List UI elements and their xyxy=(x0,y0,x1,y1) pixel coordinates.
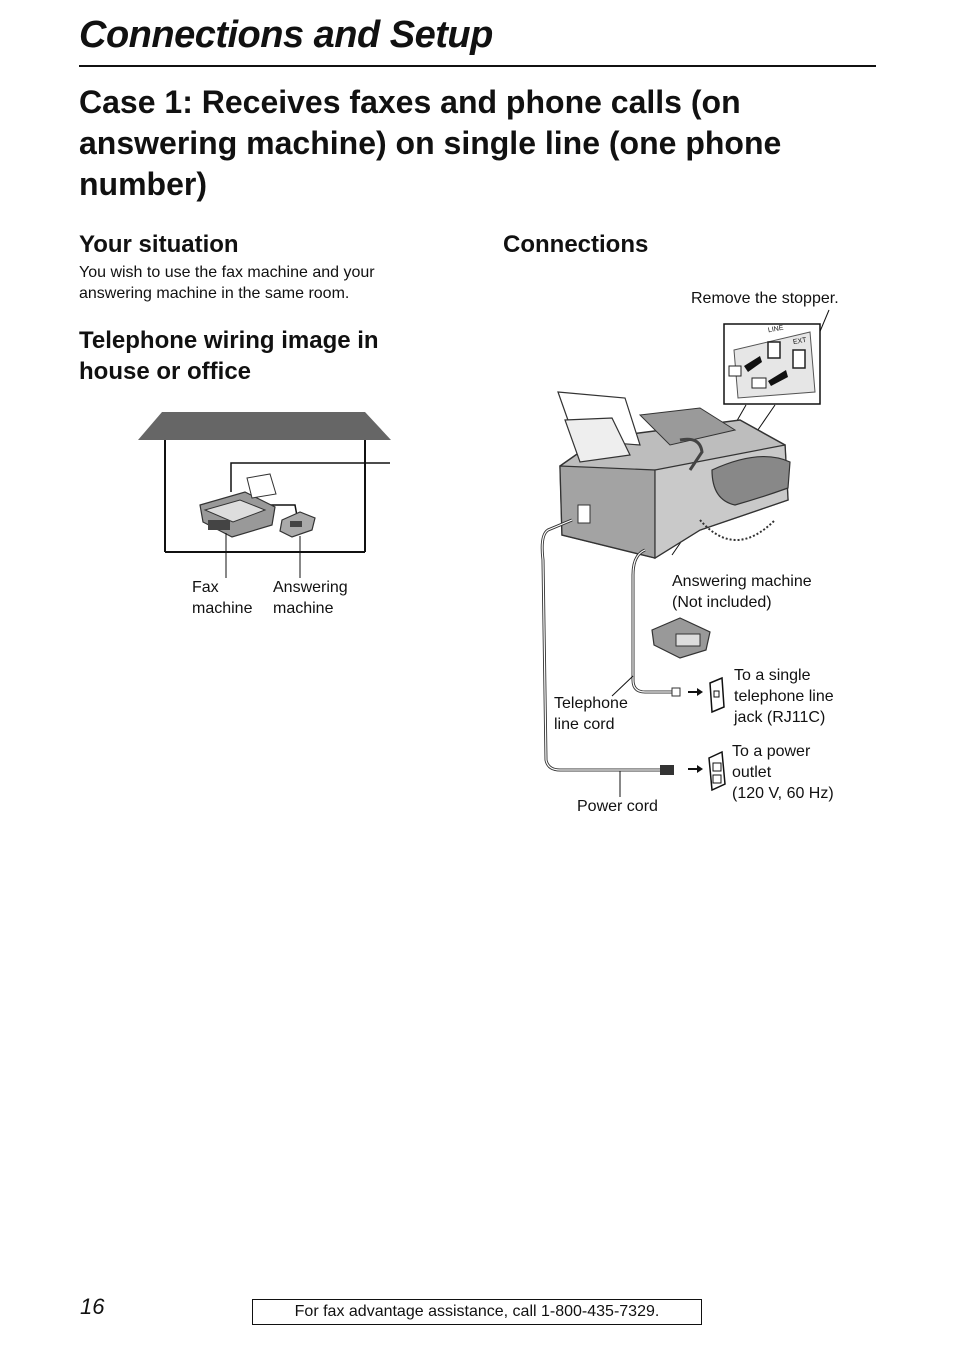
label-power-outlet: To a power outlet (120 V, 60 Hz) xyxy=(732,741,834,804)
label-tel-cord-line2: line cord xyxy=(554,714,628,735)
label-am-connections-line1: Answering machine xyxy=(672,571,812,592)
ext-port xyxy=(793,350,805,368)
label-am-connections-line2: (Not included) xyxy=(672,592,812,613)
label-power-cord: Power cord xyxy=(577,796,658,817)
arrow-to-outlet-icon xyxy=(688,765,703,773)
label-telephone-line-cord: Telephone line cord xyxy=(554,693,628,735)
label-outlet-line1: To a power xyxy=(732,741,834,762)
arrow-to-jack-icon xyxy=(688,688,703,696)
label-answering-machine-not-included: Answering machine (Not included) xyxy=(672,571,812,613)
label-outlet-line3: (120 V, 60 Hz) xyxy=(732,783,834,804)
line-port xyxy=(768,342,780,358)
fax-machine-icon xyxy=(558,392,790,558)
label-outlet-line2: outlet xyxy=(732,762,834,783)
label-jack-line2: telephone line xyxy=(734,686,834,707)
label-jack-line3: jack (RJ11C) xyxy=(734,707,834,728)
power-outlet-icon xyxy=(709,752,725,790)
page-number: 16 xyxy=(80,1294,104,1320)
wall-jack-icon xyxy=(710,678,724,712)
label-jack-line1: To a single xyxy=(734,665,834,686)
answering-machine-icon xyxy=(652,618,710,658)
label-tel-cord-line1: Telephone xyxy=(554,693,628,714)
label-telephone-jack: To a single telephone line jack (RJ11C) xyxy=(734,665,834,728)
telephone-line-cord xyxy=(633,550,672,692)
assistance-box: For fax advantage assistance, call 1-800… xyxy=(252,1299,702,1325)
